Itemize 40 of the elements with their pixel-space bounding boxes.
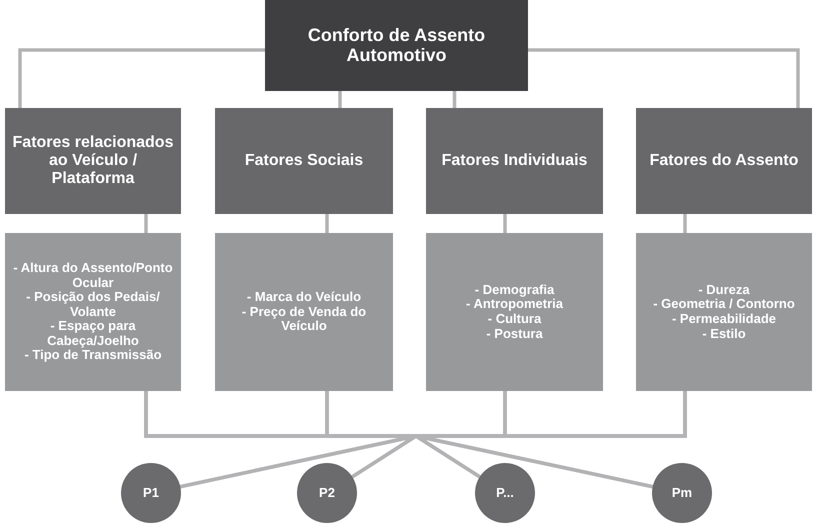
node-text: P1 — [143, 486, 159, 500]
connector-line — [683, 214, 687, 233]
connector-line — [144, 214, 148, 233]
node-text: - Marca do Veículo — [246, 290, 362, 305]
node-text: Pm — [672, 486, 692, 500]
node-text: P... — [496, 486, 514, 500]
category-box — [215, 108, 393, 214]
factor-list-box — [636, 233, 812, 391]
category-box — [5, 108, 181, 214]
node-text: - Geometria / Contorno — [653, 297, 795, 312]
factor-list-box — [215, 233, 393, 391]
connector-line — [18, 48, 265, 108]
category-box — [426, 108, 603, 214]
connector-line — [325, 214, 329, 233]
node-text: - Estilo — [702, 326, 746, 342]
factor-list-box — [5, 233, 181, 391]
node-text: - Altura do Assento/Ponto Ocular — [12, 261, 174, 290]
node-text: Fatores do Assento — [650, 152, 798, 170]
node-text: Conforto de Assento Automotivo — [306, 26, 486, 66]
connector-line — [528, 48, 800, 108]
node-text: - Dureza — [698, 282, 750, 298]
node-text: - Permeabilidade — [672, 312, 776, 327]
node-text: - Postura — [486, 326, 543, 342]
connector-line — [338, 91, 342, 108]
node-text: - Antropometria — [466, 297, 564, 312]
node-text: Fatores relacionados ao Veículo / Plataforma — [12, 134, 174, 188]
category-box — [636, 108, 812, 214]
node-text: - Posição dos Pedais/ Volante — [25, 290, 161, 320]
connector-line — [452, 91, 456, 108]
factor-list-box — [426, 233, 603, 391]
node-text: - Cultura — [488, 312, 542, 327]
node-text: - Demografia — [474, 282, 554, 298]
title-box — [265, 0, 528, 91]
node-text: - Espaço para Cabeça/Joelho — [46, 319, 140, 348]
node-text: Fatores Sociais — [244, 152, 364, 170]
node-text: - Tipo de Transmissão — [24, 348, 162, 363]
connector-line — [503, 214, 507, 233]
node-text: P2 — [319, 486, 335, 500]
node-text: Fatores Individuais — [442, 152, 588, 170]
node-text: - Preço de Venda do Veículo — [240, 304, 368, 334]
